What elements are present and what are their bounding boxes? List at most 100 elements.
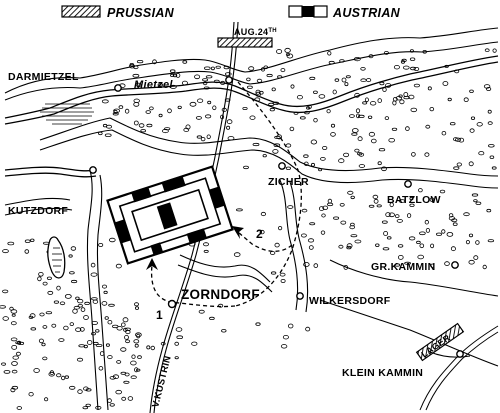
road-kustrin <box>149 21 239 413</box>
tree-mark <box>450 246 456 252</box>
tree-mark <box>7 241 15 246</box>
tree-mark <box>134 306 139 310</box>
tree-mark <box>248 66 255 71</box>
tree-mark <box>413 83 420 88</box>
tree-mark <box>51 323 57 328</box>
tree-mark <box>157 83 163 87</box>
tree-mark <box>350 222 355 227</box>
tree-mark <box>17 340 22 345</box>
tree-mark <box>95 329 100 333</box>
tree-mark <box>491 166 497 170</box>
tree-mark <box>393 64 400 70</box>
tree-mark <box>351 132 358 136</box>
tree-mark <box>83 344 88 349</box>
tree-mark <box>321 213 326 218</box>
tree-mark <box>10 321 17 326</box>
tree-mark <box>470 116 476 120</box>
tree-mark <box>225 72 232 76</box>
tree-mark <box>235 208 243 212</box>
tree-mark <box>145 110 151 114</box>
tree-mark <box>103 290 108 294</box>
tree-mark <box>394 263 401 267</box>
tree-mark <box>221 329 227 333</box>
tree-mark <box>384 116 390 120</box>
tree-mark <box>45 311 53 315</box>
tree-mark <box>29 313 36 319</box>
tree-mark <box>149 106 154 111</box>
tree-mark <box>398 199 406 203</box>
tree-mark <box>30 238 35 242</box>
tree-mark <box>15 351 21 356</box>
tree-mark <box>242 107 248 111</box>
tree-mark <box>394 214 400 219</box>
tree-mark <box>277 226 283 231</box>
tree-mark <box>99 351 105 357</box>
tree-mark <box>11 344 18 350</box>
tree-mark <box>463 97 469 102</box>
aug24-marker: AUG.24TH <box>217 27 277 48</box>
tree-mark <box>9 306 14 311</box>
tree-mark <box>176 335 184 340</box>
tree-mark <box>226 125 231 130</box>
tree-mark <box>287 205 294 209</box>
tree-mark <box>306 106 311 110</box>
tree-mark <box>456 162 462 167</box>
tree-mark <box>365 78 372 83</box>
tree-mark <box>133 102 140 107</box>
tree-mark <box>42 325 48 329</box>
tree-mark <box>0 305 6 309</box>
tree-mark <box>338 244 344 249</box>
tree-mark <box>358 164 366 168</box>
tree-mark <box>313 263 319 268</box>
tree-mark <box>429 107 435 112</box>
tree-mark <box>101 99 109 104</box>
tree-mark <box>468 161 474 167</box>
tree-mark <box>11 361 18 366</box>
tree-mark <box>59 301 66 306</box>
tree-mark <box>463 212 470 217</box>
tree-mark <box>83 315 89 320</box>
tree-mark <box>112 112 119 116</box>
tree-mark <box>368 204 375 208</box>
tree-mark <box>320 230 326 235</box>
tree-mark <box>106 124 113 129</box>
tree-mark <box>419 243 425 249</box>
lager-marker <box>415 322 465 362</box>
tree-mark <box>409 203 415 207</box>
tree-mark <box>146 123 153 128</box>
village-batzlow <box>404 180 412 188</box>
tree-mark <box>95 343 103 347</box>
tree-mark <box>47 290 54 295</box>
tree-mark <box>255 89 261 95</box>
tree-mark <box>10 387 16 393</box>
tree-mark <box>389 202 394 208</box>
tree-mark <box>38 338 44 344</box>
tree-mark <box>424 219 429 225</box>
tree-mark <box>419 231 426 236</box>
tree-mark <box>406 213 412 219</box>
tree-mark <box>210 66 215 71</box>
tree-mark <box>69 271 75 275</box>
tree-mark <box>109 237 116 243</box>
tree-mark <box>75 296 80 300</box>
tree-mark <box>130 375 137 380</box>
tree-mark <box>268 102 275 107</box>
tree-mark <box>107 320 113 325</box>
tree-mark <box>382 247 390 251</box>
legend: PRUSSIAN AUSTRIAN <box>61 5 400 20</box>
village-kutzdorf-north <box>89 166 97 174</box>
tree-mark <box>116 360 122 364</box>
tree-mark <box>367 115 373 119</box>
tree-mark <box>98 366 104 371</box>
tree-mark <box>375 243 380 247</box>
tree-mark <box>280 68 286 73</box>
tree-mark <box>373 198 379 204</box>
march-number-2: 2 <box>256 227 263 241</box>
tree-mark <box>56 285 61 291</box>
tree-mark <box>469 128 475 133</box>
tree-mark <box>68 254 73 258</box>
tree-mark <box>42 356 48 361</box>
tree-mark <box>107 355 113 360</box>
tree-mark <box>86 340 93 345</box>
